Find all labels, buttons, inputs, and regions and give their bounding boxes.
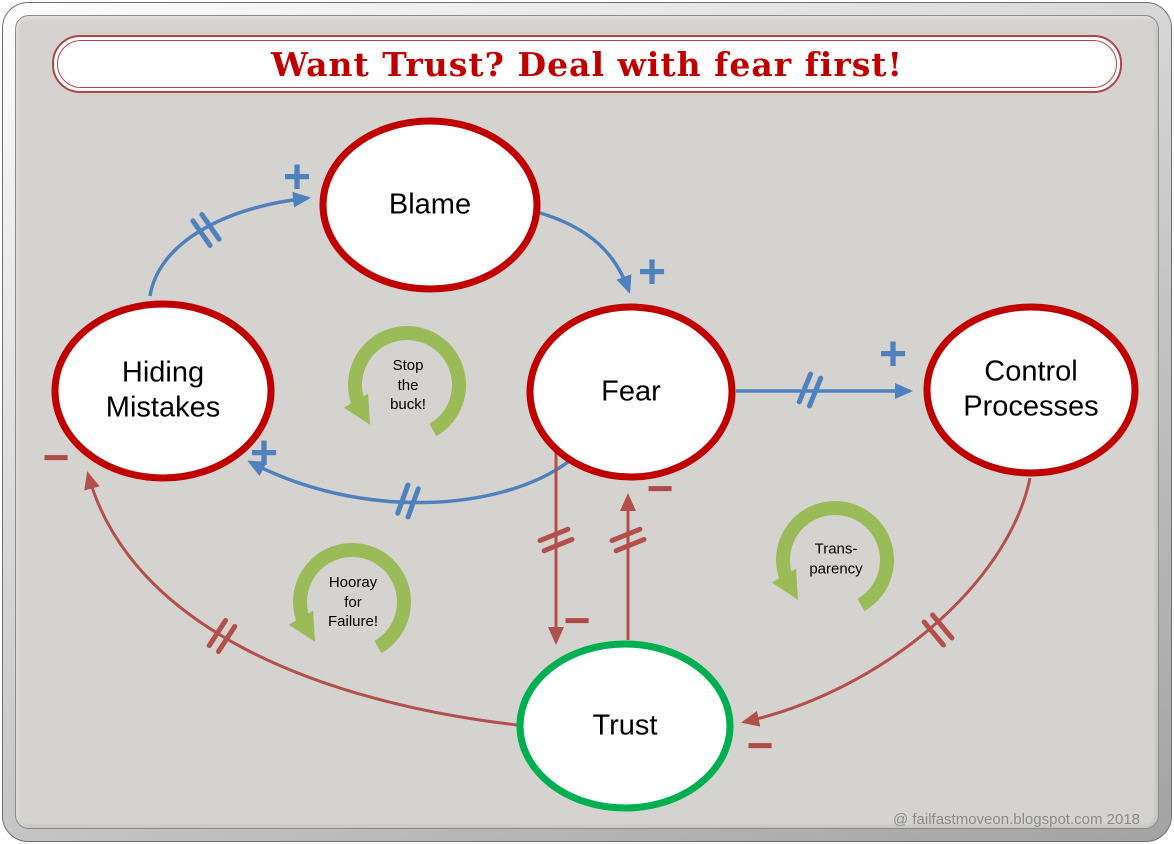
node-blame-label: Blame <box>388 188 472 221</box>
node-fear-ellipse <box>526 303 736 481</box>
page-title: Want Trust? Deal with fear first! <box>270 44 904 84</box>
edge-control-to-trust <box>741 477 1032 727</box>
polarity-hiding-to-blame: + <box>283 151 311 204</box>
polarity-trust-to-fear: − <box>647 462 674 514</box>
node-hiding-mistakes-label: Hiding Mistakes <box>105 356 221 424</box>
node-control-processes-ellipse <box>923 303 1139 477</box>
loop-arrow-stop-the-buck <box>343 325 466 437</box>
loop-label-transparency: Trans- parency <box>809 540 863 578</box>
edge-blame-to-fear <box>536 210 632 294</box>
edge-hiding-to-blame <box>148 191 311 297</box>
node-trust-ellipse <box>516 640 734 812</box>
polarity-blame-to-fear: + <box>638 246 666 299</box>
delay-mark-fear-to-hiding <box>395 482 421 520</box>
polarity-trust-to-hiding: − <box>43 431 70 483</box>
loop-arrow-hooray-for-failure <box>288 542 411 654</box>
edge-trust-to-hiding <box>84 471 518 727</box>
loop-arrow-transparency <box>771 500 894 612</box>
node-control-processes-label: Control Processes <box>963 355 1099 423</box>
attribution-text: @ failfastmoveon.blogspot.com 2018 <box>892 811 1140 828</box>
polarity-fear-to-control: + <box>879 328 907 381</box>
polarity-fear-to-trust: − <box>564 594 591 646</box>
delay-mark-hiding-to-blame <box>190 212 222 248</box>
delay-mark-trust-to-fear <box>609 526 647 554</box>
loop-label-hooray-for-failure: Hooray for Failure! <box>327 573 379 630</box>
delay-mark-control-to-trust <box>921 612 955 648</box>
delay-mark-fear-to-control <box>796 371 824 409</box>
node-fear-label: Fear <box>601 375 661 408</box>
title-banner-inner: Want Trust? Deal with fear first! <box>57 40 1117 88</box>
loop-label-stop-the-buck: Stop the buck! <box>390 356 426 413</box>
delay-mark-trust-to-hiding <box>206 617 238 655</box>
delay-mark-fear-to-trust <box>537 526 575 554</box>
node-trust-label: Trust <box>592 709 658 742</box>
edge-fear-to-hiding <box>247 460 570 505</box>
title-banner: Want Trust? Deal with fear first! <box>52 35 1122 93</box>
node-hiding-mistakes-ellipse <box>51 300 275 482</box>
polarity-fear-to-hiding: + <box>250 427 278 480</box>
polarity-control-to-trust: − <box>747 719 774 771</box>
node-blame-ellipse <box>319 117 541 293</box>
